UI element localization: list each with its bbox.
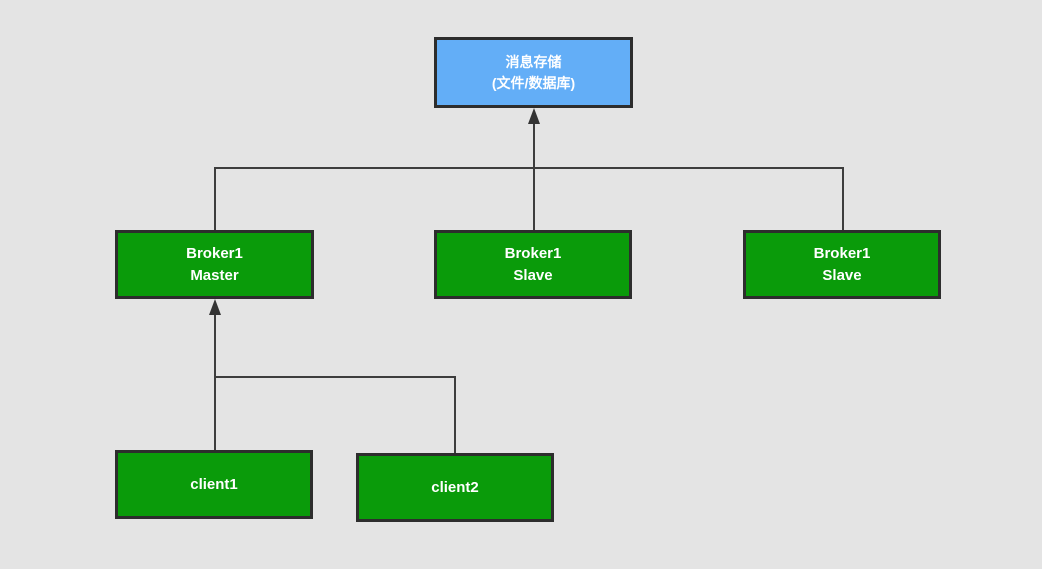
arrowhead-up-store-icon — [528, 108, 540, 124]
node-broker1-master-label-line1: Broker1 — [186, 244, 243, 262]
node-broker1-master: Broker1 Master — [115, 230, 314, 299]
edge-clients-to-master — [209, 299, 456, 453]
edge-client2-line — [215, 376, 456, 453]
node-broker1-slave-middle: Broker1 Slave — [434, 230, 632, 299]
node-message-store-label-line1: 消息存储 — [505, 53, 562, 70]
arrowhead-up-master-icon — [209, 299, 221, 315]
node-broker1-slave-middle-label-line2: Slave — [513, 266, 553, 284]
node-message-store: 消息存储 (文件/数据库) — [434, 37, 633, 108]
node-broker1-master-label-line2: Master — [190, 266, 239, 284]
node-broker1-slave-right-label-line2: Slave — [822, 266, 862, 284]
node-client1-label: client1 — [190, 475, 238, 493]
node-client2: client2 — [356, 453, 554, 522]
node-client2-label: client2 — [431, 478, 479, 496]
edge-bus-line — [214, 167, 844, 231]
node-message-store-label-line2: (文件/数据库) — [491, 74, 576, 91]
node-broker1-slave-right: Broker1 Slave — [743, 230, 941, 299]
node-broker1-slave-right-label-line1: Broker1 — [813, 244, 871, 262]
edge-brokers-to-store — [214, 108, 844, 231]
node-client1: client1 — [115, 450, 313, 519]
node-broker1-slave-middle-label-line1: Broker1 — [504, 244, 562, 262]
